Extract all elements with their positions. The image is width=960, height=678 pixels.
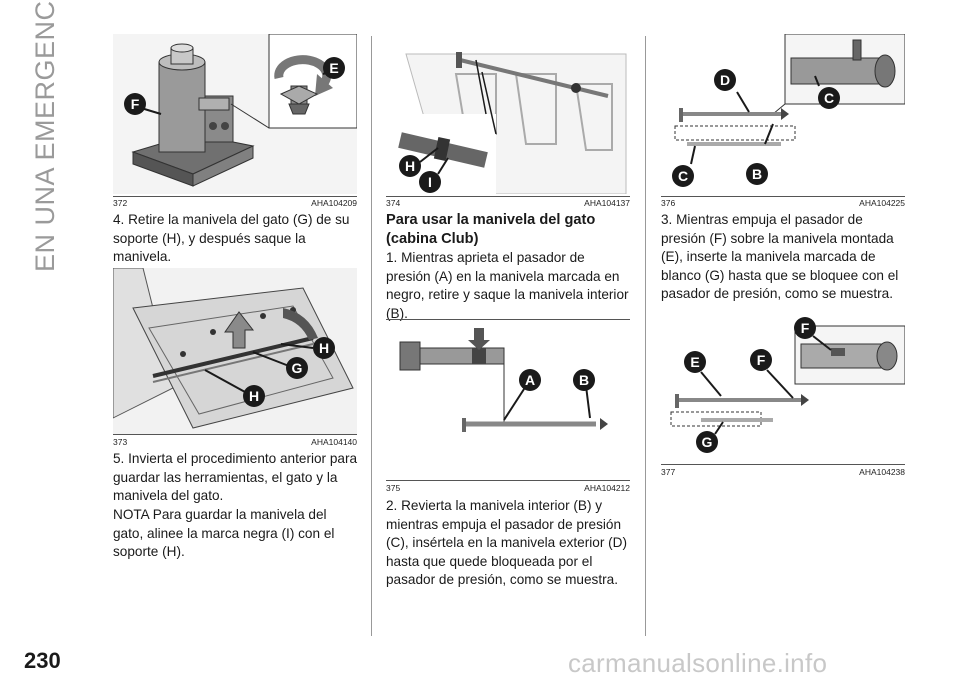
watermark: carmanualsonline.info bbox=[568, 648, 828, 678]
figure-code: AHA104212 bbox=[584, 483, 630, 493]
paragraph-step-5: 5. Invierta el procedimiento anterior pa… bbox=[113, 451, 358, 503]
figure-376-handle-assembly: D C C B bbox=[661, 34, 905, 194]
paragraph-step-1: 1. Mientras aprieta el pasador de presió… bbox=[386, 250, 629, 321]
figure-rule bbox=[661, 464, 905, 465]
figure-number: 377 bbox=[661, 467, 676, 477]
figure-number: 373 bbox=[113, 437, 128, 447]
paragraph-step-2: 2. Revierta la manivela interior (B) y m… bbox=[386, 498, 627, 587]
figure-code: AHA104137 bbox=[584, 198, 630, 208]
section-title: EN UNA EMERGENCIA bbox=[30, 0, 60, 272]
callout-c-icon: C bbox=[678, 168, 688, 184]
figure-code: AHA104225 bbox=[859, 198, 905, 208]
figure-caption-375: 375 AHA104212 bbox=[386, 483, 630, 493]
paragraph-step-4: 4. Retire la manivela del gato (G) de su… bbox=[113, 212, 350, 264]
callout-f-icon: F bbox=[801, 320, 810, 336]
callout-h-icon: H bbox=[249, 388, 259, 404]
figure-caption-376: 376 AHA104225 bbox=[661, 198, 905, 208]
section-heading: Para usar la manivela del gato (cabina C… bbox=[386, 212, 596, 247]
figure-caption-373: 373 AHA104140 bbox=[113, 437, 357, 447]
figure-373-cab-interior: H G H bbox=[113, 268, 357, 434]
callout-g-icon: G bbox=[292, 360, 303, 376]
figure-caption-374: 374 AHA104137 bbox=[386, 198, 630, 208]
figure-rule bbox=[661, 196, 905, 197]
figure-377-handle-lock: F E F G bbox=[661, 310, 905, 464]
figure-rule bbox=[386, 196, 630, 197]
paragraph-note: NOTA Para guardar la manivela del gato, … bbox=[113, 507, 335, 559]
figure-number: 372 bbox=[113, 198, 128, 208]
callout-e-icon: E bbox=[690, 354, 699, 370]
figure-code: AHA104238 bbox=[859, 467, 905, 477]
figure-number: 376 bbox=[661, 198, 676, 208]
callout-i-icon: I bbox=[428, 174, 432, 190]
column-divider bbox=[645, 36, 646, 636]
callout-f-icon: F bbox=[131, 96, 140, 112]
figure-code: AHA104209 bbox=[311, 198, 357, 208]
callout-c-icon: C bbox=[824, 90, 834, 106]
paragraph-step-3: 3. Mientras empuja el pasador de presión… bbox=[661, 212, 899, 301]
figure-rule bbox=[386, 319, 630, 320]
callout-a-icon: A bbox=[525, 372, 535, 388]
callout-d-icon: D bbox=[720, 72, 730, 88]
figure-375-handle-release: A B bbox=[386, 322, 630, 478]
figure-number: 375 bbox=[386, 483, 401, 493]
callout-h-icon: H bbox=[405, 158, 415, 174]
figure-rule bbox=[113, 434, 357, 435]
callout-b-icon: B bbox=[579, 372, 589, 388]
callout-b-icon: B bbox=[752, 166, 762, 182]
figure-number: 374 bbox=[386, 198, 401, 208]
figure-374-handle-storage: H I bbox=[386, 34, 630, 194]
callout-e-icon: E bbox=[329, 60, 338, 76]
figure-rule bbox=[113, 196, 357, 197]
callout-g-icon: G bbox=[702, 434, 713, 450]
figure-caption-377: 377 AHA104238 bbox=[661, 467, 905, 477]
figure-code: AHA104140 bbox=[311, 437, 357, 447]
figure-372-jack-illustration: E F bbox=[113, 34, 357, 194]
callout-f-icon: F bbox=[757, 352, 766, 368]
figure-caption-372: 372 AHA104209 bbox=[113, 198, 357, 208]
page-number: 230 bbox=[24, 648, 61, 673]
figure-rule bbox=[386, 480, 630, 481]
column-divider bbox=[371, 36, 372, 636]
callout-h-icon: H bbox=[319, 340, 329, 356]
